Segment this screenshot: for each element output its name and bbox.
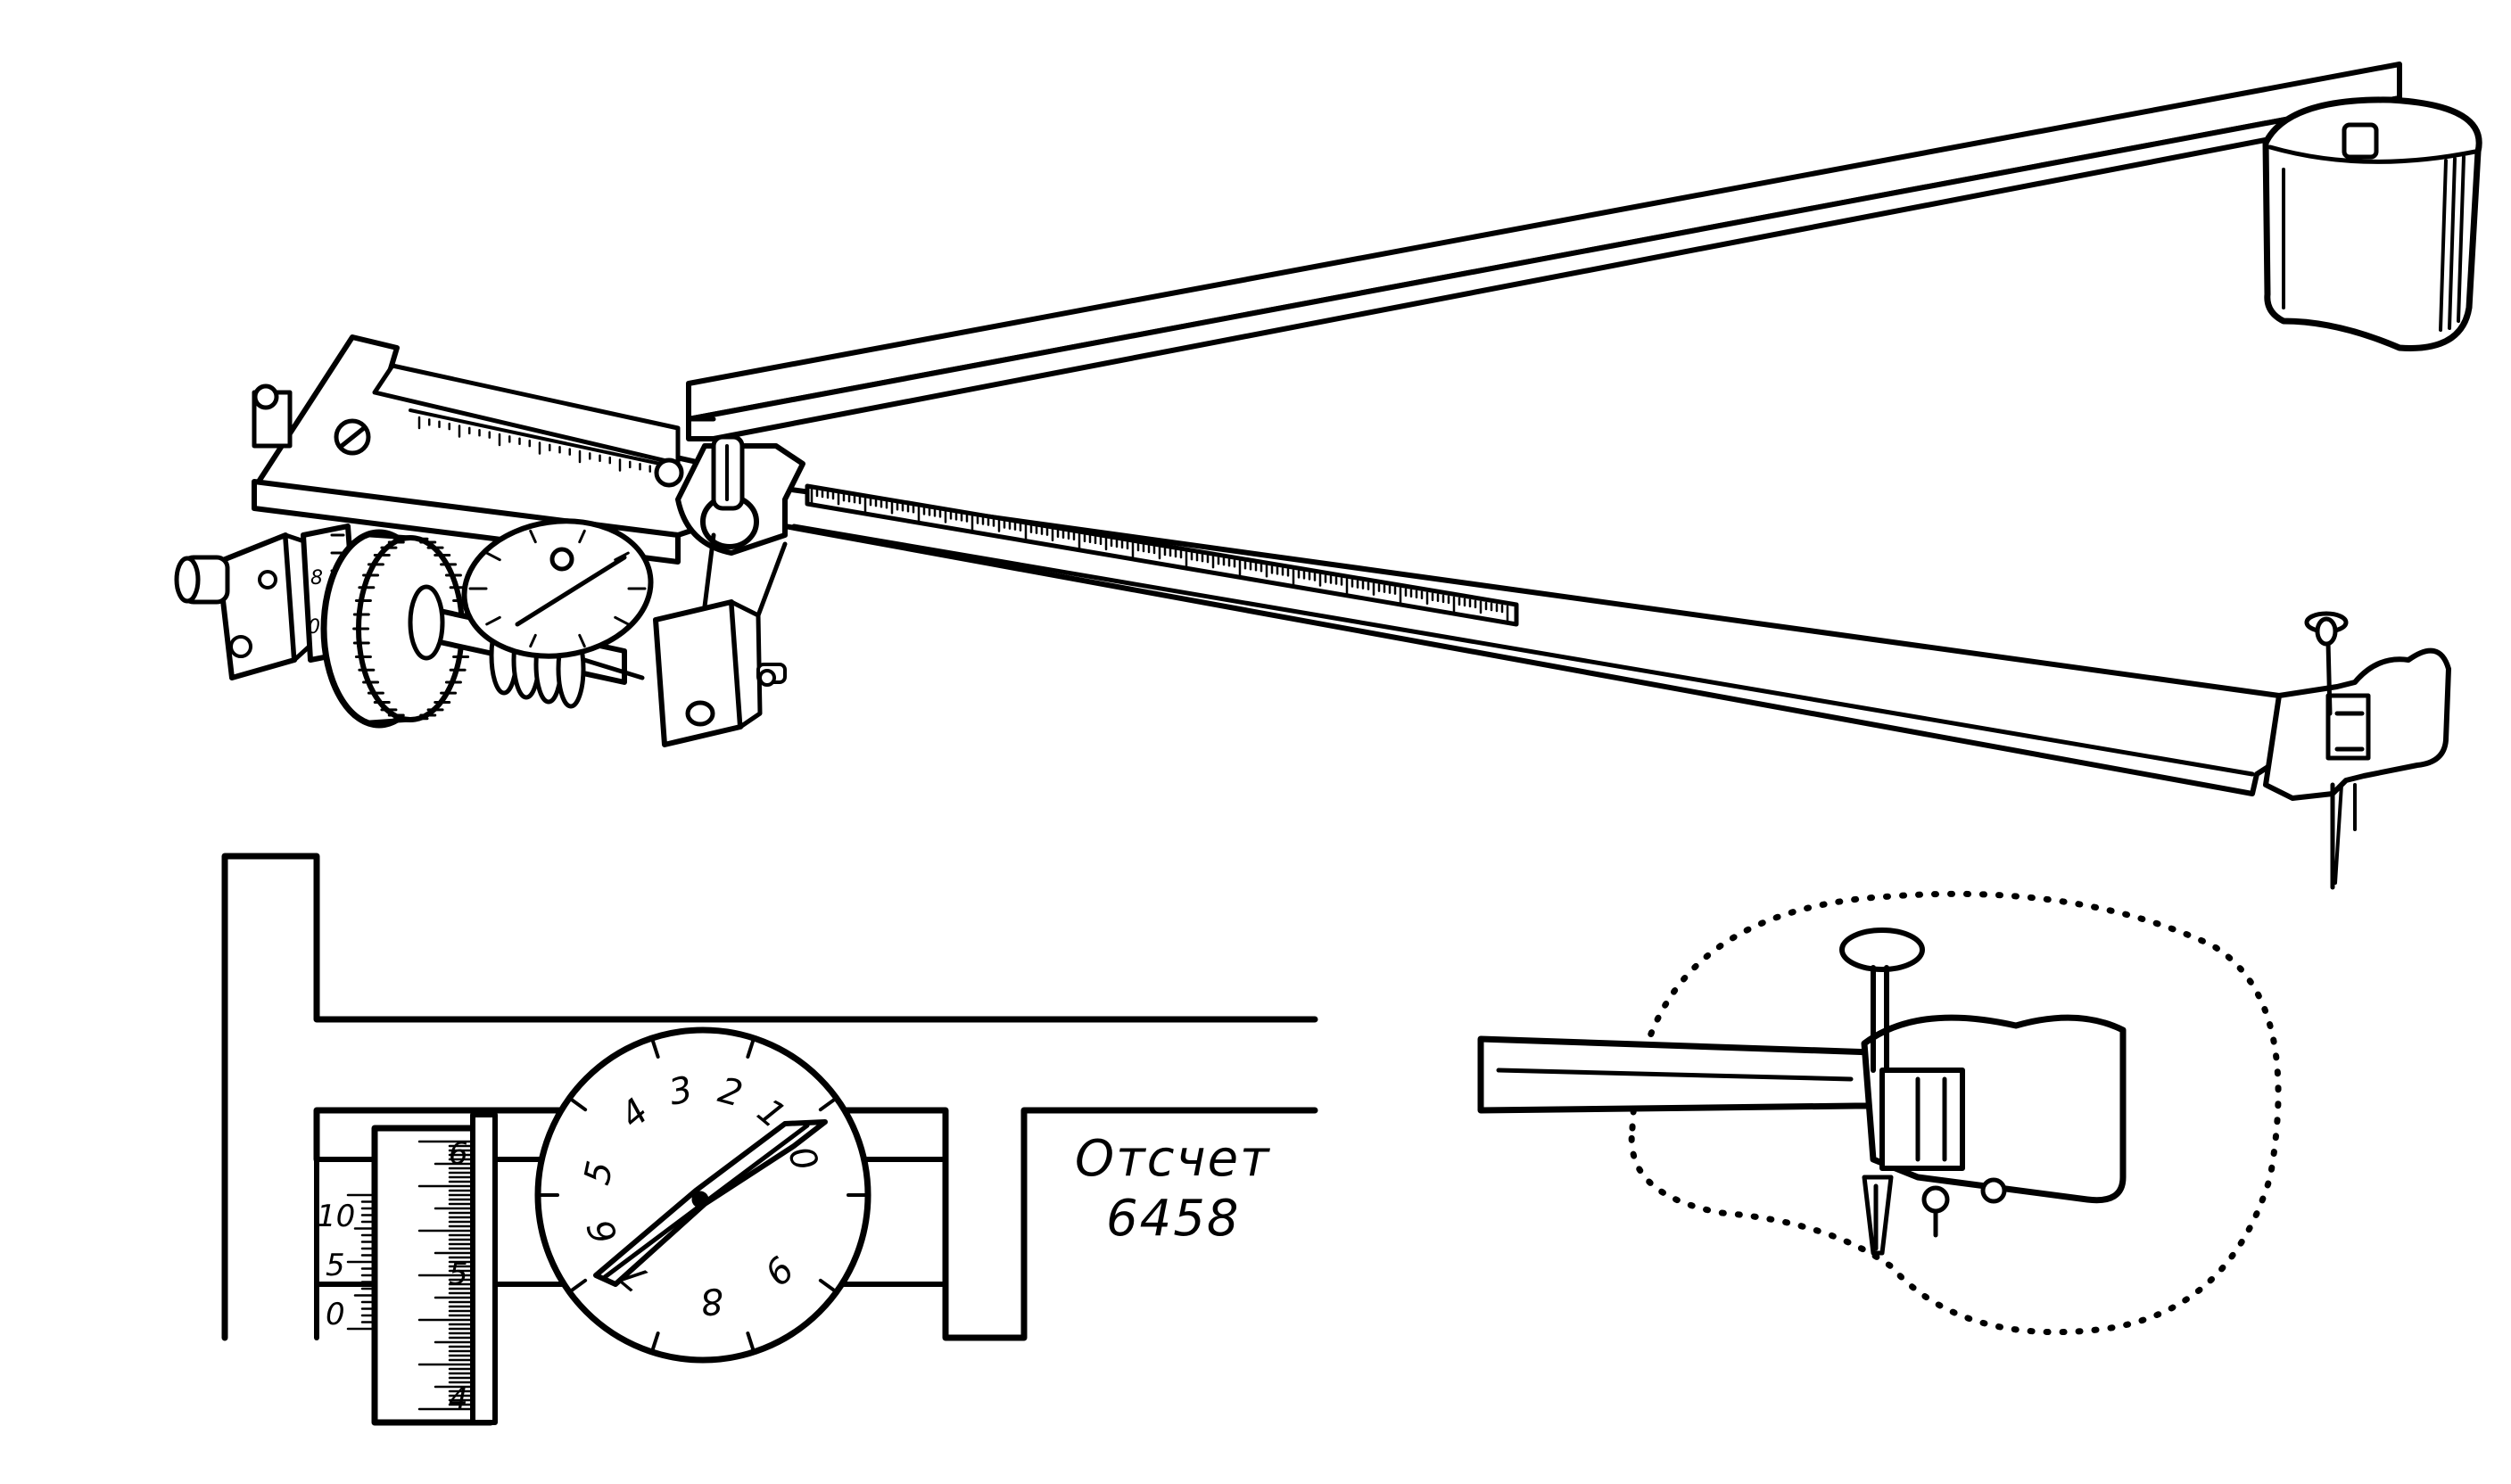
detail-stylus-icon <box>1862 1175 2007 1256</box>
dial-tick <box>818 1278 838 1294</box>
carriage-frame <box>252 334 707 565</box>
dial-tick <box>567 1278 588 1294</box>
pole-weight-icon <box>2262 96 2482 351</box>
main-scale-label-4: 4 <box>449 1381 468 1417</box>
reading-caption-word: Отсчет <box>1075 1130 1271 1188</box>
main-scale-block: 6 5 4 <box>371 1112 498 1426</box>
small-dial-tick <box>614 615 630 626</box>
tracer-arm-scale <box>810 487 1509 624</box>
left-bracket <box>174 532 317 680</box>
small-dial-tick <box>614 551 630 562</box>
integrating-wheel <box>320 529 472 729</box>
dial-tick <box>746 1036 756 1059</box>
small-dial-tick <box>485 551 501 562</box>
tracer-stylus-icon <box>2330 782 2357 890</box>
counting-dial <box>461 518 654 659</box>
dial-tick <box>818 1096 838 1112</box>
main-scale-label-5: 5 <box>449 1257 468 1292</box>
hinge-pivot-icon <box>675 434 805 556</box>
dial-tick <box>649 1036 660 1059</box>
right-bearing-block <box>653 532 788 747</box>
small-dial-tick <box>578 529 586 544</box>
dial-ticks <box>536 1036 870 1354</box>
pole-arm <box>686 62 2402 441</box>
detail-knob-icon <box>1839 928 1925 1073</box>
dial-pointer-icon <box>593 1119 828 1287</box>
tracer-head <box>2263 611 2451 890</box>
small-dial-tick <box>529 633 537 648</box>
main-scale-label-6: 6 <box>449 1136 468 1172</box>
dial-tick <box>649 1331 660 1354</box>
vernier-label-5: 5 <box>326 1248 345 1283</box>
planimeter-assembly: 8 0 <box>174 62 2482 890</box>
dial-tick <box>746 1331 756 1354</box>
drum-label-0: 0 <box>308 616 320 639</box>
small-dial-tick <box>578 633 586 648</box>
drum-label-8: 8 <box>310 567 323 589</box>
tracer-knob-icon <box>2304 611 2349 716</box>
dial-tick <box>567 1096 588 1112</box>
vernier-scale: 10 5 0 <box>317 1192 377 1340</box>
small-dial-tick <box>529 529 537 544</box>
reading-caption-value: 6458 <box>1106 1190 1241 1248</box>
carriage-scale <box>417 416 662 481</box>
vernier-label-0: 0 <box>326 1297 345 1332</box>
small-dial-tick <box>485 615 501 626</box>
tracer-detail <box>1477 890 2282 1336</box>
dial-digit: 8 <box>699 1280 725 1323</box>
tracer-arm <box>782 483 2286 796</box>
vernier-label-10: 10 <box>317 1199 355 1234</box>
small-dial-ticks <box>468 529 647 648</box>
